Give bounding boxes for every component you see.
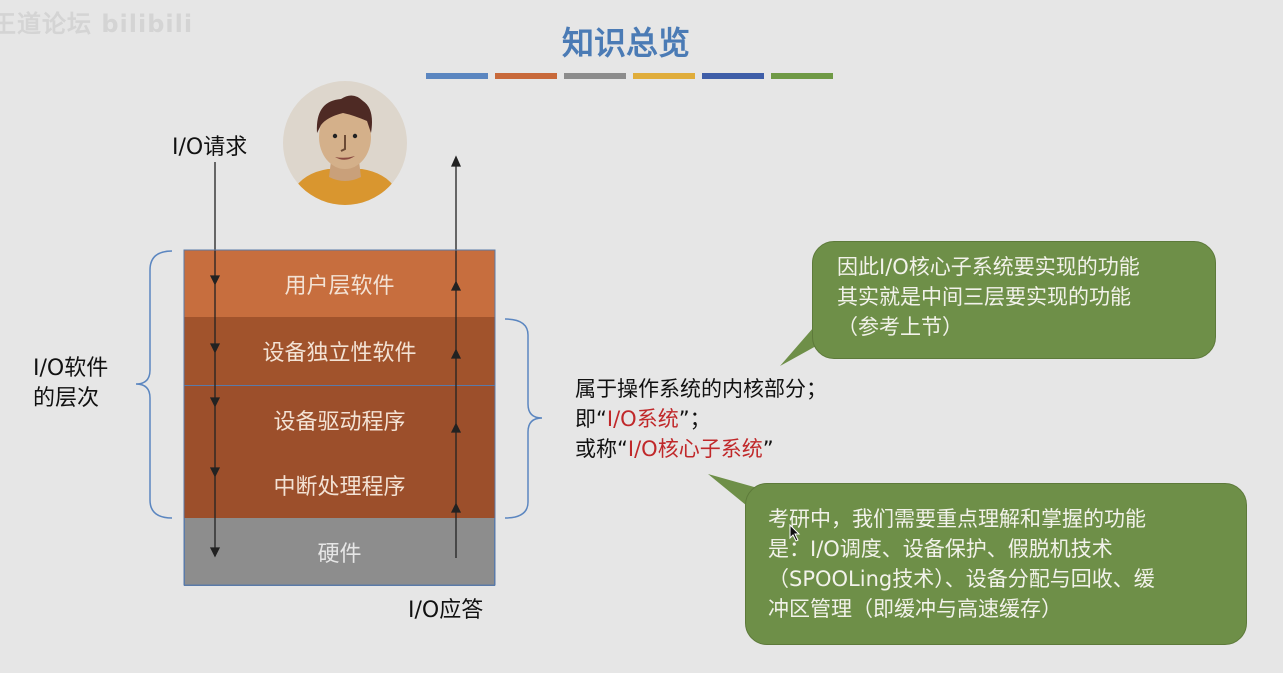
- callout-line: 因此I/O核心子系统要实现的功能: [837, 255, 1140, 279]
- user-avatar: [283, 81, 407, 205]
- color-bar: [426, 73, 488, 79]
- callout-line: 其实就是中间三层要实现的功能: [837, 285, 1131, 309]
- callout-line: 是：I/O调度、设备保护、假脱机技术: [768, 537, 1113, 561]
- color-bar: [771, 73, 833, 79]
- layer-label: 硬件: [317, 541, 362, 567]
- io-response-label: I/O应答: [408, 598, 484, 623]
- layer-interrupt-handler: 中断处理程序: [184, 452, 495, 518]
- levels-line: 的层次: [33, 386, 100, 411]
- slide-title: 知识总览: [561, 24, 690, 62]
- watermark: 王道论坛 bilibili: [0, 10, 194, 38]
- kernel-note: 属于操作系统的内核部分； 即“I/O系统”； 或称“I/O核心子系统”: [575, 374, 827, 464]
- layer-hardware: 硬件: [184, 518, 495, 586]
- levels-line: I/O软件: [33, 356, 109, 381]
- right-brace: [504, 318, 543, 519]
- layer-label: 设备驱动程序: [273, 409, 406, 435]
- layer-device-independent-software: 设备独立性软件: [184, 317, 495, 385]
- layer-label: 中断处理程序: [273, 475, 406, 500]
- io-request-label: I/O请求: [172, 135, 248, 160]
- callout-bottom: 考研中，我们需要重点理解和掌握的功能 是：I/O调度、设备保护、假脱机技术 （S…: [745, 483, 1247, 645]
- text: 即“: [575, 407, 607, 431]
- color-bar: [633, 73, 695, 79]
- left-brace: [135, 250, 173, 519]
- callout-line: （参考上节）: [837, 315, 963, 339]
- kernel-note-line: 属于操作系统的内核部分；: [575, 377, 827, 401]
- text: 或称“: [575, 437, 628, 461]
- up-arrowheads: [450, 155, 462, 513]
- text: ”；: [678, 407, 711, 431]
- text: ”: [762, 437, 774, 461]
- callout-line: 考研中，我们需要重点理解和掌握的功能: [768, 507, 1146, 531]
- layer-device-driver: 设备驱动程序: [184, 385, 495, 453]
- down-arrowheads: [209, 275, 221, 558]
- callout-line: 冲区管理（即缓冲与高速缓存）: [768, 597, 1062, 621]
- callout-line: （SPOOLing技术）、设备分配与回收、缓: [768, 567, 1155, 591]
- layer-user-software: 用户层软件: [184, 250, 495, 317]
- io-system-term: I/O系统: [606, 407, 679, 431]
- mouse-cursor-icon: [789, 524, 801, 542]
- io-core-subsystem-term: I/O核心子系统: [627, 437, 763, 461]
- color-bar: [702, 73, 764, 79]
- kernel-note-line: 或称“I/O核心子系统”: [575, 434, 827, 464]
- kernel-note-line: 即“I/O系统”；: [575, 404, 827, 434]
- color-bar: [495, 73, 557, 79]
- color-bar: [564, 73, 626, 79]
- callout-top: 因此I/O核心子系统要实现的功能 其实就是中间三层要实现的功能 （参考上节）: [812, 241, 1216, 359]
- layer-label: 用户层软件: [284, 273, 395, 299]
- layer-label: 设备独立性软件: [262, 341, 417, 366]
- io-software-levels-label: I/O软件 的层次: [33, 354, 108, 414]
